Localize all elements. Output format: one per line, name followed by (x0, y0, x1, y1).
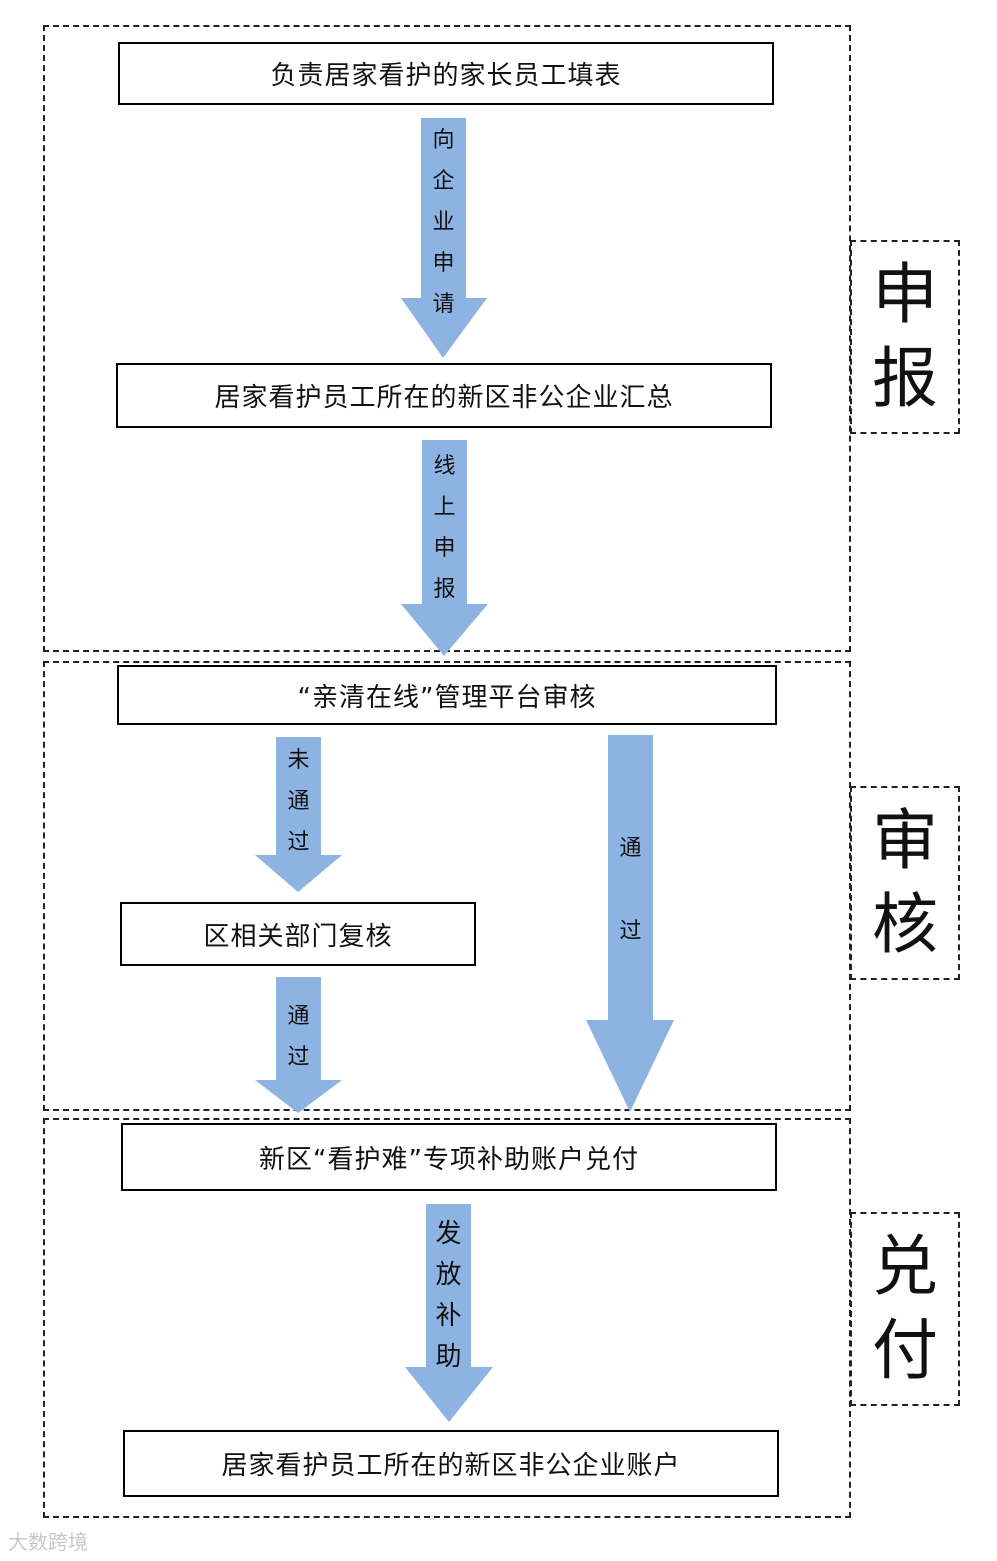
label-char: 通 (619, 836, 642, 861)
tag-review-char-1: 审 (872, 802, 938, 879)
label-char: 过 (619, 919, 642, 944)
box-company-account: 居家看护员工所在的新区非公企业账户 (123, 1430, 779, 1497)
box-platform-review: “亲清在线”管理平台审核 (117, 665, 777, 725)
box-dept-recheck: 区相关部门复核 (120, 902, 476, 966)
arrow-label-passed-direct: 通 过 (610, 828, 651, 952)
label-char: 通 (287, 1004, 310, 1029)
arrow-label-online-declare: 线 上 申 报 (424, 446, 465, 610)
box-subsidy-account: 新区“看护难”专项补助账户兑付 (121, 1123, 777, 1191)
arrow-label-not-passed: 未 通 过 (278, 740, 319, 863)
label-char: 未 (287, 748, 310, 773)
tag-review: 审 核 (850, 786, 960, 980)
arrow-label-issue-subsidy: 发 放 补 助 (428, 1214, 469, 1378)
arrow-online-declare (401, 440, 488, 656)
label-char: 向 (432, 128, 455, 153)
tag-declare: 申 报 (850, 240, 960, 434)
label-char: 发 (435, 1219, 462, 1249)
label-char: 放 (435, 1260, 462, 1290)
tag-review-char-2: 核 (872, 886, 938, 963)
label-char: 企 (432, 169, 455, 194)
arrow-passed-recheck (255, 977, 342, 1113)
label-char: 助 (435, 1342, 462, 1372)
arrow-apply-to-company (401, 118, 487, 358)
label-char: 补 (435, 1301, 462, 1331)
tag-pay-char-1: 兑 (872, 1228, 938, 1305)
label-char: 通 (287, 789, 310, 814)
box-fill-form: 负责居家看护的家长员工填表 (118, 42, 774, 105)
arrow-label-apply-to-company: 向 企 业 申 请 (423, 120, 464, 325)
label-char: 线 (433, 454, 456, 479)
arrow-issue-subsidy (405, 1204, 493, 1422)
watermark: 大数跨境 (8, 1530, 88, 1554)
arrow-label-passed-recheck: 通 过 (278, 996, 319, 1078)
label-char: 申 (432, 251, 455, 276)
tag-declare-char-2: 报 (872, 340, 938, 417)
label-char: 上 (433, 495, 456, 520)
label-char: 报 (433, 577, 456, 602)
tag-pay: 兑 付 (850, 1212, 960, 1406)
label-char: 过 (287, 830, 310, 855)
box-company-summary: 居家看护员工所在的新区非公企业汇总 (116, 363, 772, 428)
arrow-passed-direct (586, 735, 674, 1112)
label-char: 请 (432, 292, 455, 317)
tag-pay-char-2: 付 (872, 1312, 938, 1389)
label-char: 过 (287, 1045, 310, 1070)
arrow-not-passed (255, 737, 342, 892)
label-char: 申 (433, 536, 456, 561)
tag-declare-char-1: 申 (872, 256, 938, 333)
label-char: 业 (432, 210, 455, 235)
